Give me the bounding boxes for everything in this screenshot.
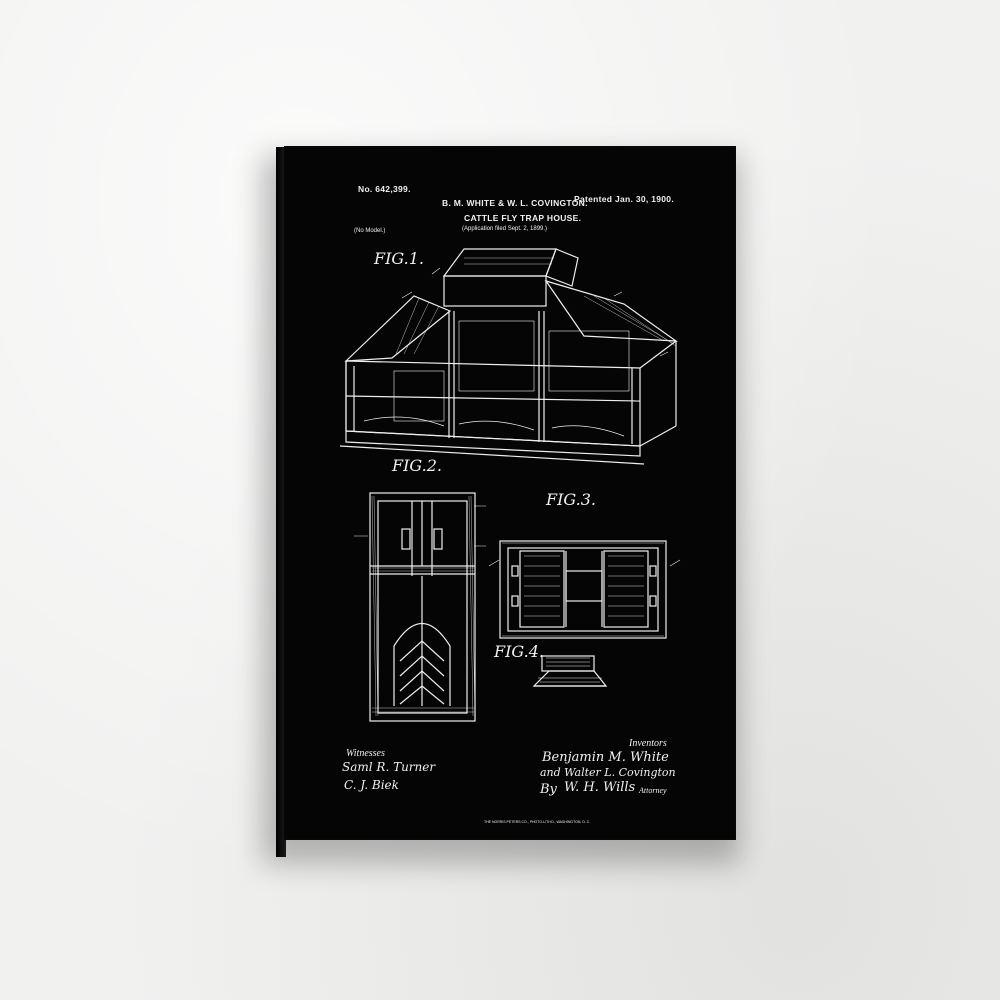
printer-footer: THE NORRIS PETERS CO., PHOTO-LITHO., WAS…	[484, 820, 591, 824]
fig3-label: FIG.3.	[546, 490, 596, 509]
fig2-cross-section-drawing	[369, 492, 476, 722]
patent-application: (Application filed Sept. 2, 1899.)	[462, 226, 548, 232]
witness-signature-1: Saml R. Turner	[342, 760, 436, 774]
fig1-label: FIG.1.	[374, 249, 424, 268]
fig2-label: FIG.2.	[392, 456, 442, 475]
patent-title: CATTLE FLY TRAP HOUSE.	[464, 213, 582, 223]
patent-number: No. 642,399.	[358, 184, 411, 194]
fig4-label: FIG.4.	[494, 642, 544, 661]
patent-date: Patented Jan. 30, 1900.	[574, 194, 674, 204]
inventors-label: Inventors	[629, 738, 667, 749]
attorney-signature: W. H. Wills	[564, 780, 636, 795]
patent-model: (No Model.)	[354, 228, 386, 234]
inventor-signature-2: and Walter L. Covington	[540, 766, 676, 779]
attorney-by: By	[540, 782, 557, 797]
witnesses-label: Witnesses	[346, 748, 385, 759]
patent-canvas-print: No. 642,399. Patented Jan. 30, 1900. B. …	[284, 146, 736, 840]
fig4-section-drawing	[532, 655, 608, 687]
fig3-plan-view-drawing	[499, 540, 667, 639]
witness-signature-2: C. J. Biek	[344, 778, 399, 792]
inventor-signature-1: Benjamin M. White	[542, 750, 669, 765]
attorney-label: Attorney	[639, 786, 667, 795]
patent-inventors: B. M. WHITE & W. L. COVINGTON.	[442, 198, 588, 208]
patent-drawings	[339, 248, 681, 722]
fig1-trap-house-drawing	[339, 248, 679, 465]
